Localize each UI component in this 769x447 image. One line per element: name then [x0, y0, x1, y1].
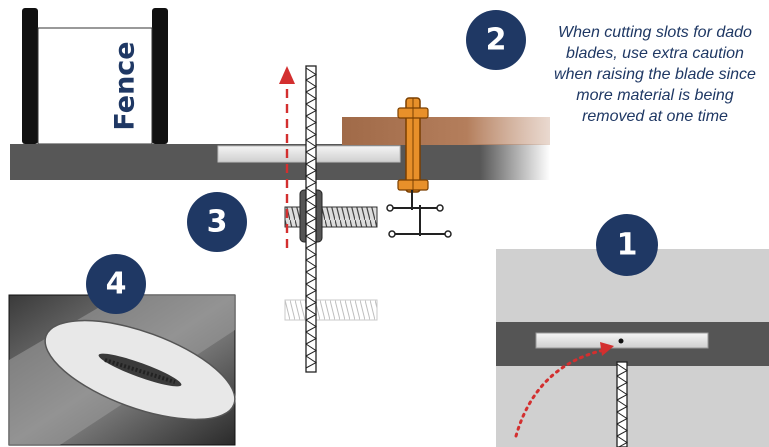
saw-table	[10, 144, 550, 180]
svg-text:2: 2	[486, 23, 507, 58]
fence: Fence	[22, 8, 168, 145]
top-view-panel	[496, 249, 769, 447]
saw-blade	[305, 65, 317, 373]
step-badge-3: 3	[187, 192, 247, 252]
fence-label: Fence	[110, 41, 141, 130]
blade-teeth	[305, 67, 317, 369]
svg-text:4: 4	[106, 267, 127, 302]
blade-top-view	[616, 361, 628, 447]
raise-arrow	[279, 66, 295, 248]
rotation-arrow	[514, 348, 606, 438]
step-badge-1: 1	[596, 214, 658, 276]
step-badge-2: 2	[466, 10, 526, 70]
workpiece	[342, 117, 550, 145]
step-badge-4: 4	[86, 254, 146, 314]
svg-text:3: 3	[207, 205, 228, 240]
saw-photo	[8, 294, 236, 446]
safety-note: When cutting slots for dado blades, use …	[554, 24, 756, 125]
arbor-shaft	[284, 189, 378, 321]
svg-text:1: 1	[617, 228, 638, 263]
clamp-icon	[386, 97, 452, 238]
